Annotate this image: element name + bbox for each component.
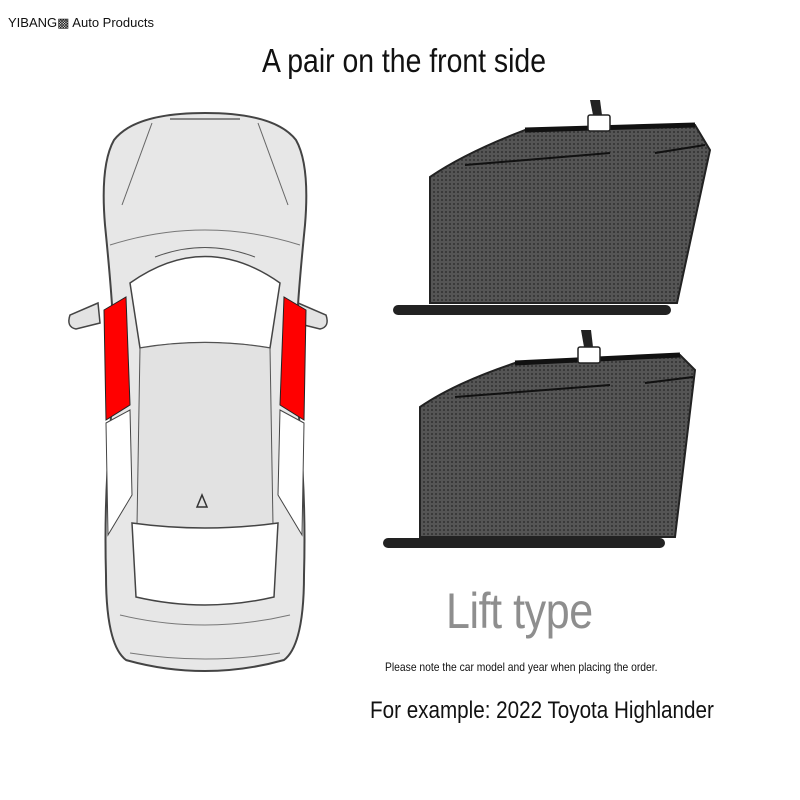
window-sunshade-icon <box>383 330 697 548</box>
product-type-label: Lift type <box>446 583 593 639</box>
example-text: For example: 2022 Toyota Highlander <box>370 697 714 724</box>
page-title: A pair on the front side <box>262 42 546 79</box>
brand-label: YIBANG▩ Auto Products <box>8 15 154 30</box>
car-top-view-icon <box>68 111 328 673</box>
window-sunshade-icon <box>393 100 712 315</box>
order-notice: Please note the car model and year when … <box>385 660 658 674</box>
